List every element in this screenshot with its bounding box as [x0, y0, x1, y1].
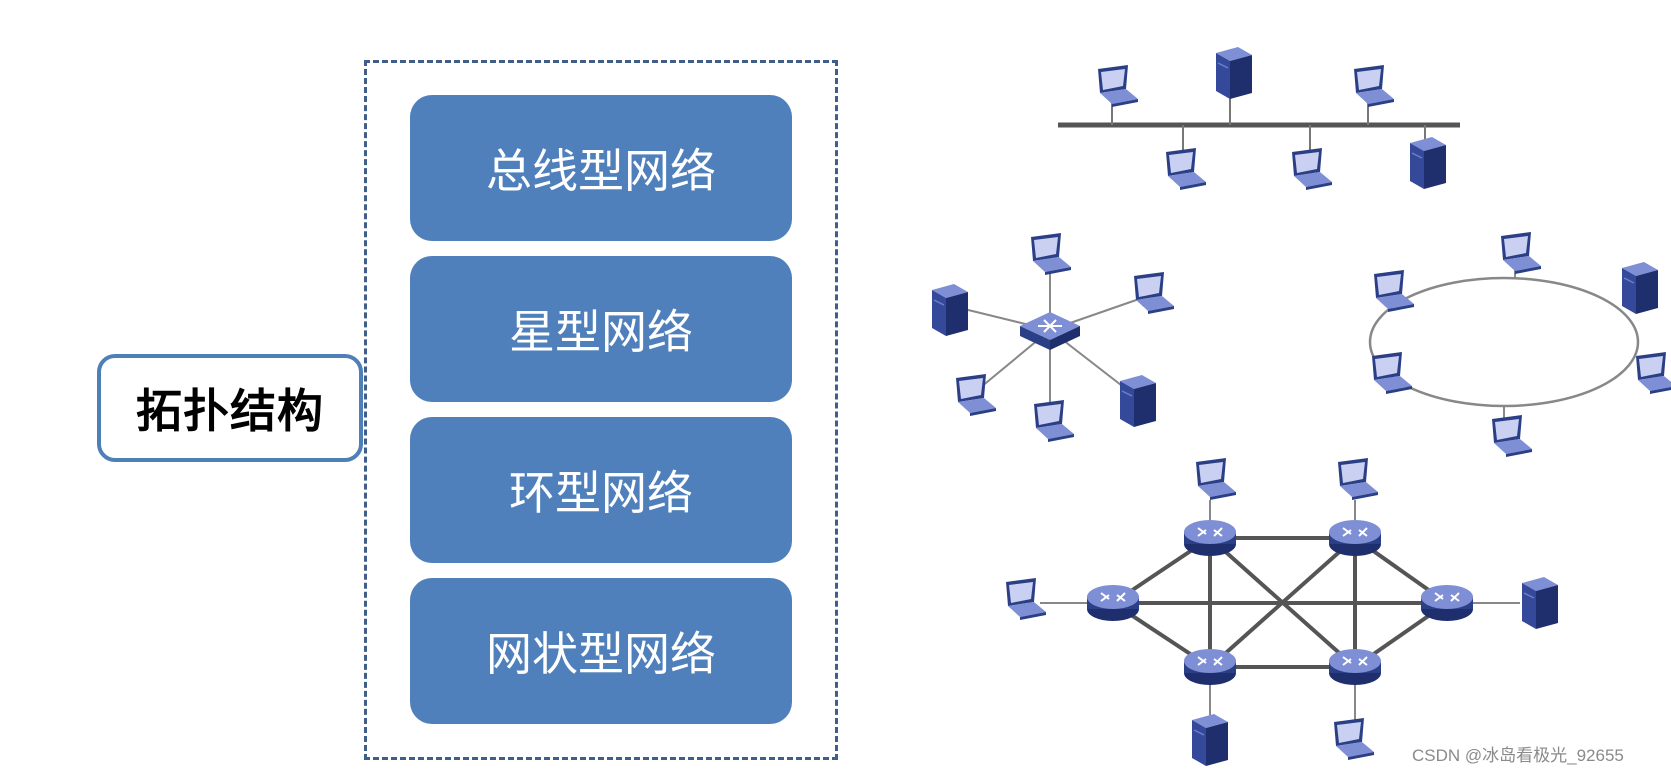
laptop-icon — [1374, 270, 1414, 312]
category-bus-network: 总线型网络 — [410, 95, 792, 241]
server-icon — [1119, 374, 1157, 428]
watermark-text: CSDN @冰岛看极光_92655 — [1412, 746, 1624, 765]
router-icon — [1328, 519, 1382, 557]
root-label: 拓扑结构 — [136, 384, 324, 438]
laptop-icon — [1031, 233, 1071, 275]
laptop-icon — [1292, 148, 1332, 190]
laptop-icon — [1334, 718, 1374, 760]
category-mesh-network: 网状型网络 — [410, 578, 792, 724]
router-icon — [1328, 648, 1382, 686]
server-icon — [1191, 713, 1229, 767]
server-icon — [1621, 261, 1659, 315]
laptop-icon — [1501, 232, 1541, 274]
laptop-icon — [1034, 400, 1074, 442]
server-icon — [931, 283, 969, 337]
laptop-icon — [1492, 415, 1532, 457]
router-icon — [1086, 584, 1140, 622]
laptop-icon — [1354, 65, 1394, 107]
router-icon — [1183, 648, 1237, 686]
server-icon — [1521, 576, 1559, 630]
category-label: 星型网络 — [509, 305, 693, 359]
category-star-network: 星型网络 — [410, 256, 792, 402]
laptop-icon — [1338, 458, 1378, 500]
category-ring-network: 环型网络 — [410, 417, 792, 563]
laptop-icon — [1196, 458, 1236, 500]
server-icon — [1215, 46, 1253, 100]
server-icon — [1409, 136, 1447, 190]
laptop-icon — [1372, 352, 1412, 394]
laptop-icon — [1166, 148, 1206, 190]
laptop-icon — [1098, 65, 1138, 107]
router-icon — [1420, 584, 1474, 622]
root-topology-box: 拓扑结构 — [97, 354, 363, 462]
switch-icon — [1019, 311, 1081, 351]
category-group-dashed-frame — [364, 60, 838, 760]
router-icon — [1183, 519, 1237, 557]
category-label: 环型网络 — [509, 466, 693, 520]
category-label: 网状型网络 — [486, 627, 716, 681]
category-label: 总线型网络 — [486, 144, 716, 198]
laptop-icon — [1134, 272, 1174, 314]
laptop-icon — [1636, 352, 1671, 394]
laptop-icon — [1006, 578, 1046, 620]
